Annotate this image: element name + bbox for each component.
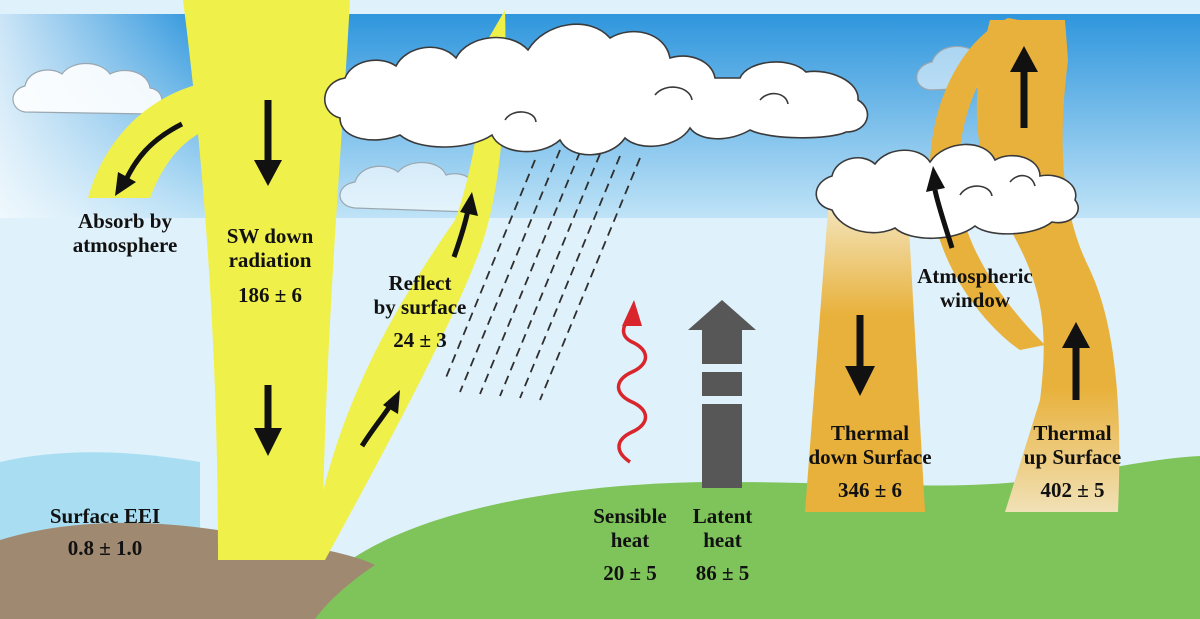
reflect-line1: Reflect (388, 271, 452, 295)
arrow-icon (926, 166, 945, 192)
sensible-value: 20 ± 5 (603, 561, 657, 586)
sensible-line2: heat (610, 527, 650, 552)
latent-line1: Latent (692, 504, 753, 528)
arrow-icon (254, 428, 282, 456)
surface-eei-value: 0.8 ± 1.0 (67, 535, 143, 560)
arrow-icon (383, 390, 400, 414)
surface-eei-line1: Surface EEI (49, 504, 161, 528)
latent-heat-label: Latent heat 86 ± 5 (675, 504, 770, 586)
atm-window-line2: window (939, 287, 1011, 312)
arrow-icon (1010, 46, 1038, 72)
land (300, 456, 1200, 619)
reflect-line2: by surface (373, 294, 467, 319)
atm-window-band (929, 18, 1045, 350)
thermal-up-line1: Thermal (1033, 421, 1112, 445)
latent-value: 86 ± 5 (695, 561, 750, 586)
arrow-icon (460, 192, 478, 216)
sw-down-band (183, 0, 350, 560)
thermal-up-band (976, 20, 1120, 512)
arrow-icon (264, 70, 1080, 430)
thermal-down-line2: down Surface (808, 444, 932, 469)
thermal-up-value: 402 ± 5 (1040, 478, 1105, 503)
arrow-icon (122, 121, 184, 184)
arrow-icon (845, 366, 875, 396)
surface-eei-label: Surface EEI 0.8 ± 1.0 (20, 504, 190, 560)
reflect-value: 24 ± 3 (393, 328, 447, 353)
arrow-icon (254, 160, 282, 186)
sensible-heat-label: Sensible heat 20 ± 5 (580, 504, 680, 586)
cloud-icon (815, 143, 1079, 240)
latent-line2: heat (703, 527, 742, 552)
cloud-icon (324, 23, 869, 156)
absorb-line2: atmosphere (72, 232, 178, 257)
sw-down-line2: radiation (228, 247, 312, 272)
reflect-band (310, 10, 506, 560)
wavy-arrow-icon (622, 300, 642, 326)
sw-down-value: 186 ± 6 (237, 283, 303, 308)
arrow-icon (1062, 322, 1090, 348)
thermal-down-band (805, 210, 925, 512)
thermal-down-value: 346 ± 6 (837, 478, 903, 503)
thermal-up-label: Thermal up Surface 402 ± 5 (1000, 421, 1145, 503)
rain-icon (444, 149, 641, 401)
sensible-line1: Sensible (593, 504, 667, 528)
reflect-label: Reflect by surface 24 ± 3 (345, 271, 495, 353)
tower-arrow-icon (688, 300, 756, 488)
wavy-arrow-icon (616, 316, 648, 464)
arrow-icon (115, 172, 136, 196)
absorb-label: Absorb by atmosphere (50, 209, 200, 257)
thermal-down-line1: Thermal (830, 421, 910, 445)
atm-window-label: Atmospheric window (900, 264, 1050, 312)
thermal-up-line2: up Surface (1023, 444, 1122, 469)
arrow-icon (359, 189, 955, 448)
atm-window-line1: Atmospheric (917, 264, 1033, 288)
cloud-icon (12, 62, 163, 115)
sw-down-label: SW down radiation 186 ± 6 (195, 224, 345, 308)
sw-down-line1: SW down (226, 224, 314, 248)
thermal-down-label: Thermal down Surface 346 ± 6 (790, 421, 950, 503)
absorb-line1: Absorb by (78, 209, 172, 233)
